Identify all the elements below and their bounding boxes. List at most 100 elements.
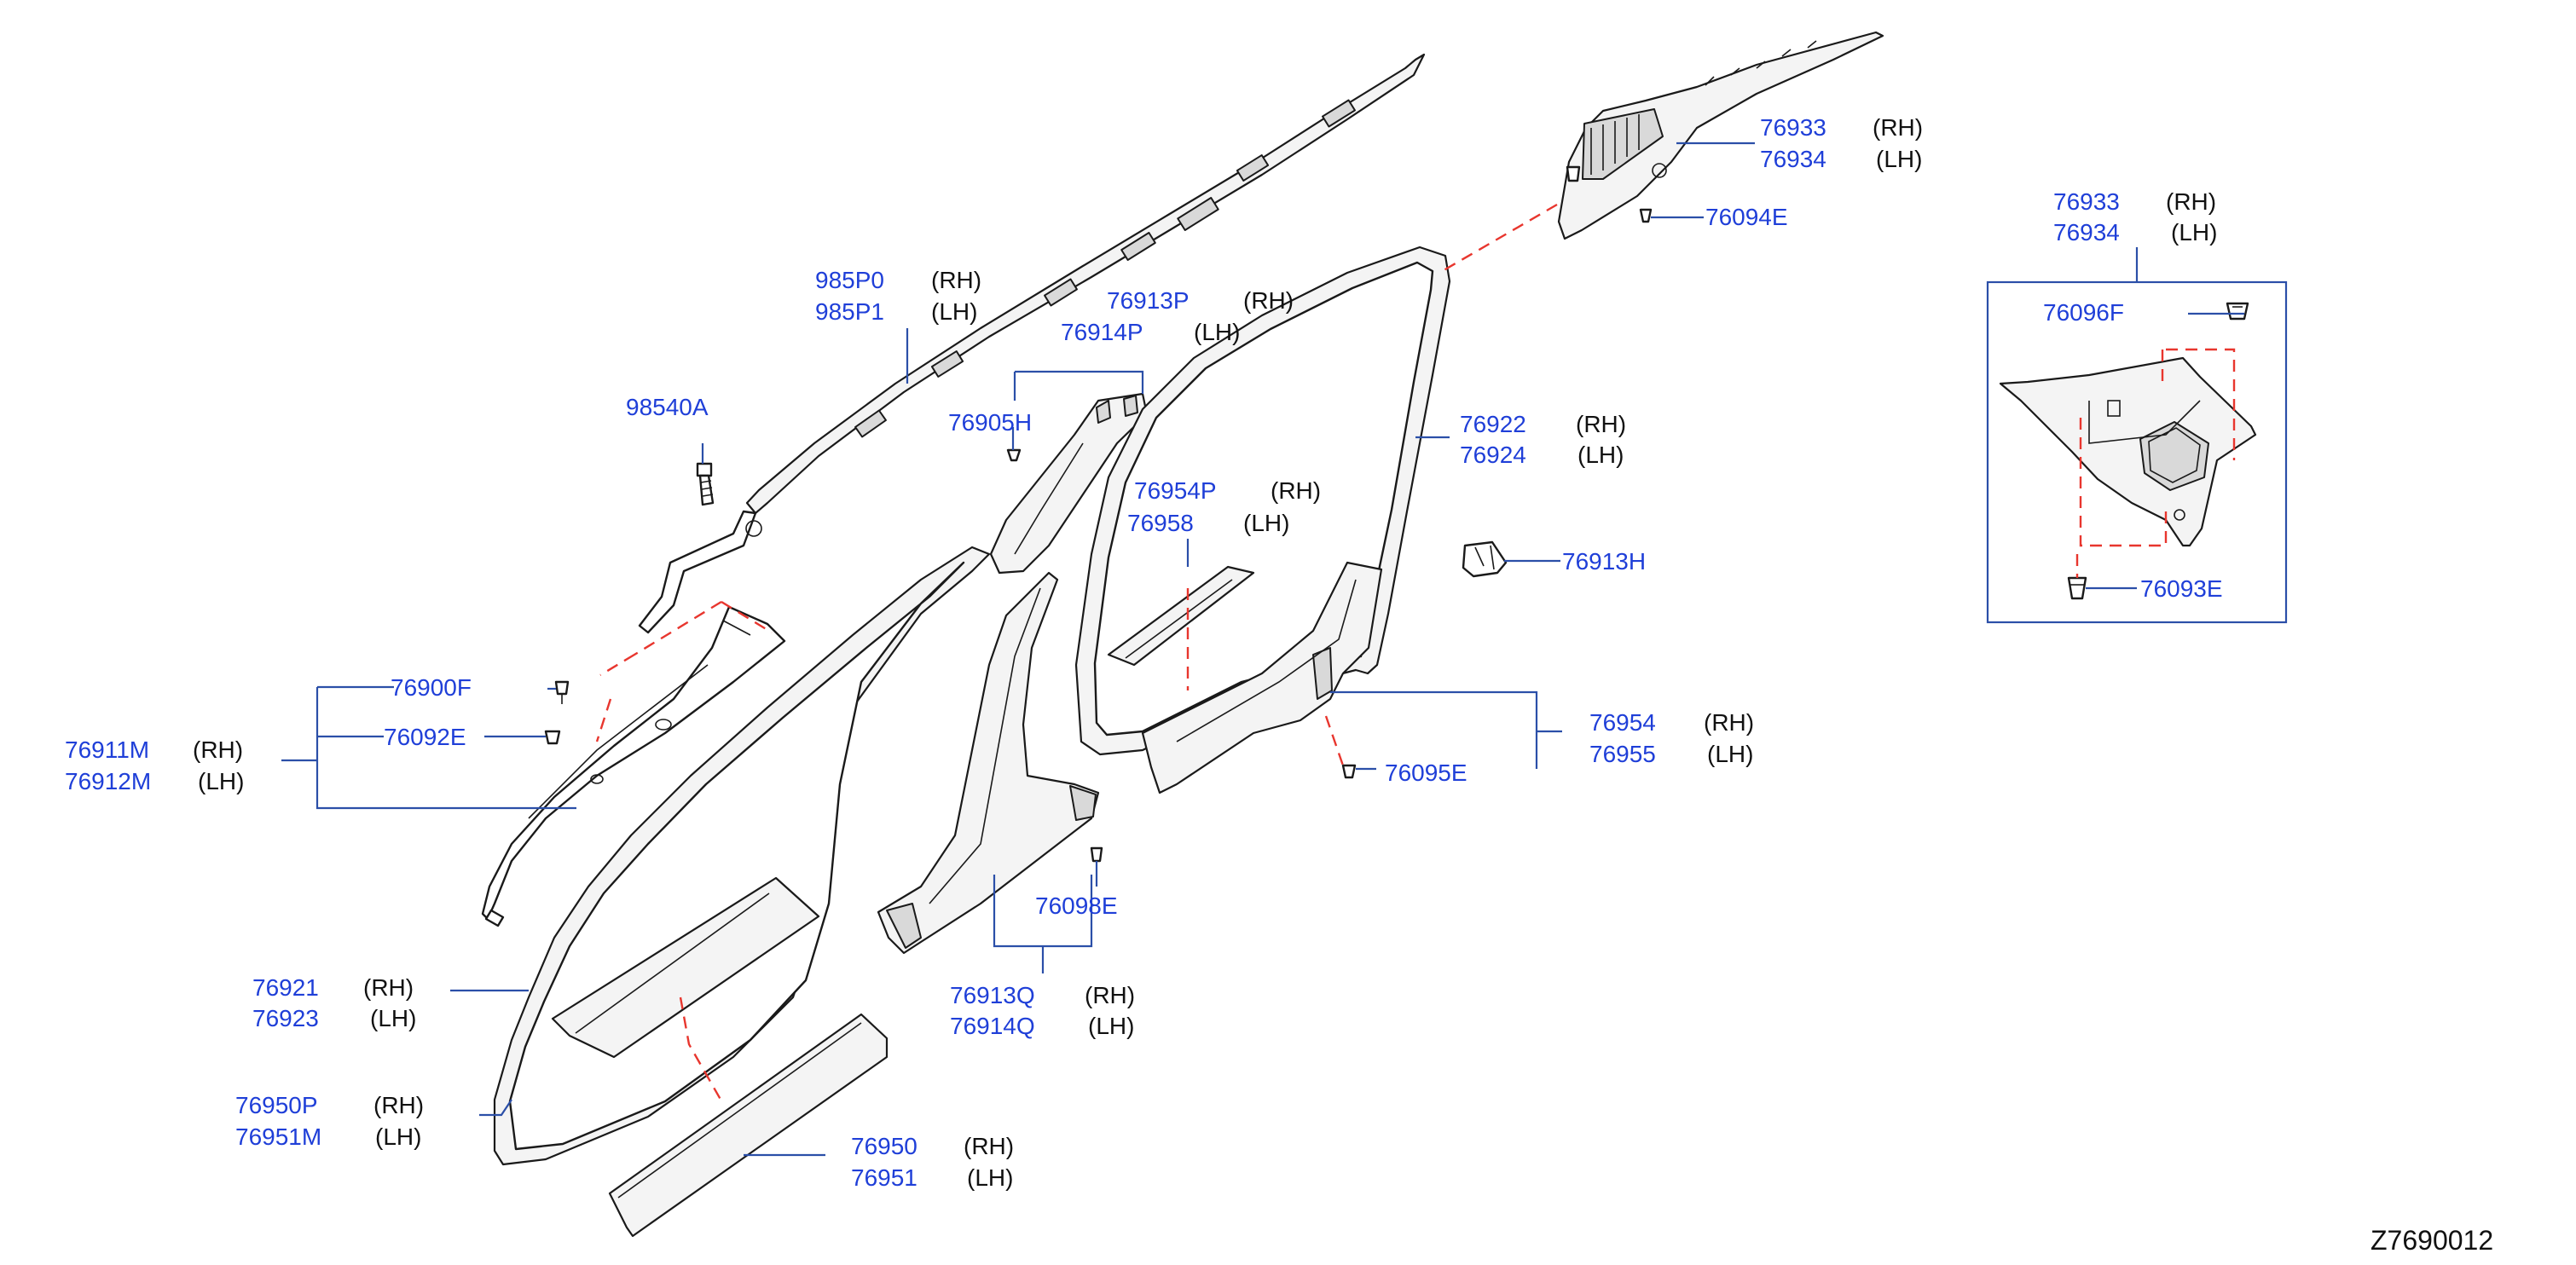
side-rh: (RH) xyxy=(1271,477,1321,504)
part-number-76950p[interactable]: 76950P xyxy=(235,1092,318,1118)
front-pillar-garnish-part xyxy=(481,605,786,927)
callout-76933-inset[interactable]: 76933 (RH) 76934 (LH) xyxy=(2053,188,2217,245)
part-number-985p1[interactable]: 985P1 xyxy=(815,298,884,325)
part-number-76955[interactable]: 76955 xyxy=(1589,741,1656,767)
upper-rear-trim-part xyxy=(1557,31,1884,240)
callout-76922[interactable]: 76922 (RH) 76924 (LH) xyxy=(1460,411,1626,468)
part-number-76951m[interactable]: 76951M xyxy=(235,1123,321,1150)
callout-76954p[interactable]: 76954P (RH) 76958 (LH) xyxy=(1127,477,1321,536)
clip-76913h-part xyxy=(1462,540,1508,578)
callout-76900f[interactable]: 76900F xyxy=(391,674,472,701)
side-rh: (RH) xyxy=(964,1133,1014,1159)
callout-76093e[interactable]: 76093E xyxy=(2140,575,2223,602)
callout-76096f[interactable]: 76096F xyxy=(2043,299,2124,326)
side-lh: (LH) xyxy=(1088,1013,1134,1039)
callout-76913q[interactable]: 76913Q (RH) 76914Q (LH) xyxy=(950,982,1135,1039)
part-number-76096f[interactable]: 76096F xyxy=(2043,299,2124,326)
callout-76095e[interactable]: 76095E xyxy=(1385,760,1467,786)
kicking-plate-inner-part xyxy=(551,876,820,1059)
part-number-76913p[interactable]: 76913P xyxy=(1107,287,1190,314)
part-number-76923[interactable]: 76923 xyxy=(252,1005,319,1031)
side-lh: (LH) xyxy=(375,1123,421,1150)
part-number-76951[interactable]: 76951 xyxy=(851,1164,918,1191)
side-lh: (LH) xyxy=(1876,146,1922,172)
part-number-76934[interactable]: 76934 xyxy=(1760,146,1826,172)
side-rh: (RH) xyxy=(931,267,981,293)
side-lh: (LH) xyxy=(1243,510,1289,536)
side-rh: (RH) xyxy=(1873,114,1923,141)
rear-side-sill-part xyxy=(1141,561,1383,794)
diagram-code: Z7690012 xyxy=(2370,1225,2493,1256)
curtain-airbag-part xyxy=(638,53,1426,634)
callout-985p0[interactable]: 985P0 (RH) 985P1 (LH) xyxy=(815,267,981,325)
side-lh: (LH) xyxy=(198,768,244,794)
part-number-76914q[interactable]: 76914Q xyxy=(950,1013,1035,1039)
side-lh: (LH) xyxy=(370,1005,416,1031)
clip-76905h-part xyxy=(1006,448,1022,462)
fastener-76095e-part xyxy=(1341,764,1357,779)
part-number-76913q[interactable]: 76913Q xyxy=(950,982,1035,1008)
part-number-98540a[interactable]: 98540A xyxy=(626,394,709,420)
part-number-76954p[interactable]: 76954P xyxy=(1134,477,1217,504)
part-number-76900f[interactable]: 76900F xyxy=(391,674,472,701)
part-number-76914p[interactable]: 76914P xyxy=(1061,319,1143,345)
callout-76950p[interactable]: 76950P (RH) 76951M (LH) xyxy=(235,1092,424,1150)
part-number-76934[interactable]: 76934 xyxy=(2053,219,2120,245)
callout-76933-top[interactable]: 76933 (RH) 76934 (LH) xyxy=(1760,114,1923,172)
part-number-76098e[interactable]: 76098E xyxy=(1035,892,1118,919)
clip-76098e-part xyxy=(1090,846,1103,863)
inset-dashed-guides xyxy=(2075,348,2236,578)
bolt-98540a-part xyxy=(696,462,715,506)
part-number-76092e[interactable]: 76092E xyxy=(384,724,466,750)
callout-76921[interactable]: 76921 (RH) 76923 (LH) xyxy=(252,974,416,1031)
clip-76092e-part xyxy=(544,730,561,745)
callout-76098e[interactable]: 76098E xyxy=(1035,892,1118,919)
part-number-76924[interactable]: 76924 xyxy=(1460,442,1526,468)
inset-trim-part xyxy=(1999,356,2257,547)
part-number-985p0[interactable]: 985P0 xyxy=(815,267,884,293)
callout-76954[interactable]: 76954 (RH) 76955 (LH) xyxy=(1589,709,1754,767)
side-rh: (RH) xyxy=(193,736,243,763)
fastener-76900f-part xyxy=(554,680,570,704)
callout-76913p[interactable]: 76913P (RH) 76914P (LH) xyxy=(1061,287,1294,345)
callout-76911m[interactable]: 76911M (RH) 76912M (LH) xyxy=(65,736,244,794)
dashed-guides xyxy=(595,203,1558,1105)
part-number-76958[interactable]: 76958 xyxy=(1127,510,1194,536)
part-number-76093e[interactable]: 76093E xyxy=(2140,575,2223,602)
callout-76092e[interactable]: 76092E xyxy=(384,724,466,750)
side-rh: (RH) xyxy=(373,1092,424,1118)
side-lh: (LH) xyxy=(2171,219,2217,245)
side-lh: (LH) xyxy=(1707,741,1753,767)
kicking-plate-outer-part xyxy=(608,1013,889,1238)
part-number-76095e[interactable]: 76095E xyxy=(1385,760,1467,786)
part-number-76933[interactable]: 76933 xyxy=(1760,114,1826,141)
leader-lines xyxy=(281,142,2244,1157)
part-number-76905h[interactable]: 76905H xyxy=(948,409,1032,436)
side-rh: (RH) xyxy=(363,974,414,1001)
callout-98540a[interactable]: 98540A xyxy=(626,394,709,420)
side-rh: (RH) xyxy=(1576,411,1626,437)
callout-76950[interactable]: 76950 (RH) 76951 (LH) xyxy=(851,1133,1014,1191)
callout-76905h[interactable]: 76905H xyxy=(948,409,1032,436)
part-number-76933[interactable]: 76933 xyxy=(2053,188,2120,215)
inset-clip-76093e-part xyxy=(2067,576,2087,600)
center-pillar-lower-garnish-part xyxy=(877,571,1100,955)
part-number-76094e[interactable]: 76094E xyxy=(1705,204,1788,230)
part-number-76921[interactable]: 76921 xyxy=(252,974,319,1001)
rear-kicking-plate-part xyxy=(1107,565,1255,667)
fastener-76094e-part xyxy=(1639,208,1653,223)
part-number-76922[interactable]: 76922 xyxy=(1460,411,1526,437)
side-rh: (RH) xyxy=(1704,709,1754,736)
callout-76913h[interactable]: 76913H xyxy=(1562,548,1646,575)
side-lh: (LH) xyxy=(1194,319,1240,345)
callout-76094e[interactable]: 76094E xyxy=(1705,204,1788,230)
side-lh: (LH) xyxy=(967,1164,1013,1191)
inset-clip-76096f-part xyxy=(2226,302,2249,321)
part-number-76911m[interactable]: 76911M xyxy=(65,736,149,763)
part-number-76912m[interactable]: 76912M xyxy=(65,768,151,794)
side-lh: (LH) xyxy=(1577,442,1624,468)
part-number-76950[interactable]: 76950 xyxy=(851,1133,918,1159)
part-number-76954[interactable]: 76954 xyxy=(1589,709,1656,736)
part-number-76913h[interactable]: 76913H xyxy=(1562,548,1646,575)
